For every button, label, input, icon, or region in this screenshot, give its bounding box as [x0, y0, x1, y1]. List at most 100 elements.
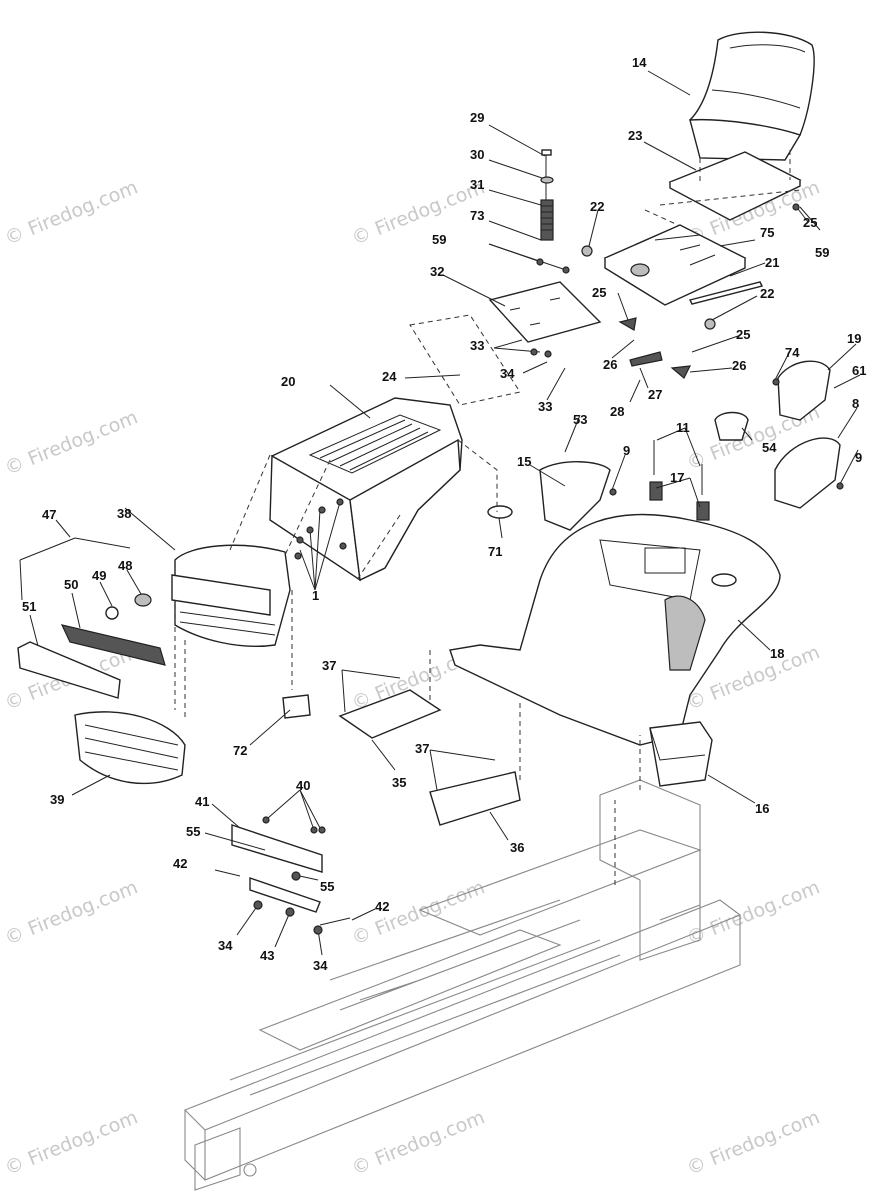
callout-31: 31: [470, 177, 484, 192]
callout-18: 18: [770, 646, 784, 661]
callout-59: 59: [815, 245, 829, 260]
callout-55: 55: [186, 824, 200, 839]
callout-36: 36: [510, 840, 524, 855]
callout-20: 20: [281, 374, 295, 389]
callout-48: 48: [118, 558, 132, 573]
callout-19: 19: [847, 331, 861, 346]
callout-42: 42: [375, 899, 389, 914]
callout-43: 43: [260, 948, 274, 963]
callout-40: 40: [296, 778, 310, 793]
callout-53: 53: [573, 412, 587, 427]
nut: [704, 318, 716, 330]
callout-34: 34: [313, 958, 328, 973]
callout-11: 11: [676, 420, 690, 435]
battery-box: [649, 721, 713, 787]
callout-49: 49: [92, 568, 106, 583]
callout-37: 37: [322, 658, 336, 673]
seat-plate-outline: [409, 314, 521, 406]
callout-25: 25: [803, 215, 817, 230]
callout-42: 42: [173, 856, 187, 871]
callout-16: 16: [755, 801, 769, 816]
callout-29: 29: [470, 110, 484, 125]
callout-25: 25: [592, 285, 606, 300]
watermark-text: © Firedog.com: [349, 876, 488, 949]
callout-41: 41: [195, 794, 209, 809]
callout-23: 23: [628, 128, 642, 143]
right-knob-cover: [777, 360, 831, 421]
callout-71: 71: [488, 544, 502, 559]
spring: [649, 481, 663, 501]
grille-housing[interactable]: [171, 544, 291, 647]
left-fender-cover: [539, 461, 611, 531]
callout-17: 17: [670, 470, 684, 485]
callout-26: 26: [603, 357, 617, 372]
seat[interactable]: [689, 31, 815, 161]
seat-pan: [668, 151, 802, 221]
callout-27: 27: [648, 387, 662, 402]
callout-30: 30: [470, 147, 484, 162]
headlight-lens: [17, 641, 121, 699]
callout-33: 33: [470, 338, 484, 353]
callout-33: 33: [538, 399, 552, 414]
callout-38: 38: [117, 506, 131, 521]
watermark-text: © Firedog.com: [349, 176, 488, 249]
callout-34: 34: [218, 938, 233, 953]
callout-32: 32: [430, 264, 444, 279]
screw: [105, 606, 119, 620]
cup-holder: [714, 411, 749, 441]
clip: [670, 365, 692, 379]
callout-55: 55: [320, 879, 334, 894]
front-bracket: [231, 824, 323, 873]
watermark-text: © Firedog.com: [349, 1106, 488, 1179]
dash-panel[interactable]: [449, 513, 781, 746]
fasteners: [253, 203, 844, 935]
right-fender-cover: [774, 437, 841, 509]
callout-73: 73: [470, 208, 484, 223]
seat-spring-assembly: [540, 149, 554, 241]
callout-35: 35: [392, 775, 406, 790]
seat-adjust-rod: [688, 281, 764, 305]
callout-9: 9: [855, 450, 862, 465]
callout-50: 50: [64, 577, 78, 592]
callout-61: 61: [852, 363, 866, 378]
watermark-text: © Firedog.com: [2, 876, 141, 949]
floor-mat-left: [338, 689, 442, 739]
callout-25: 25: [736, 327, 750, 342]
tractor-frame: [184, 779, 742, 1191]
callout-47: 47: [42, 507, 56, 522]
callout-21: 21: [765, 255, 779, 270]
front-bumper: [249, 877, 321, 913]
plug: [487, 505, 513, 519]
callout-37: 37: [415, 741, 429, 756]
callout-labels: 14 29 30 31 73 23 22 59 32 33 34 24 33 2…: [22, 55, 866, 973]
callout-8: 8: [852, 396, 859, 411]
nut: [581, 245, 593, 257]
callout-1: 1: [312, 588, 319, 603]
watermark-text: © Firedog.com: [2, 1106, 141, 1179]
callout-59: 59: [432, 232, 446, 247]
watermark-text: © Firedog.com: [2, 406, 141, 479]
callout-22: 22: [590, 199, 604, 214]
callout-26: 26: [732, 358, 746, 373]
clip: [629, 351, 663, 367]
callout-34: 34: [500, 366, 515, 381]
callout-51: 51: [22, 599, 36, 614]
watermark-text: © Firedog.com: [684, 1106, 823, 1179]
callout-54: 54: [762, 440, 777, 455]
seat-bracket: [603, 224, 747, 306]
grommet: [134, 593, 152, 607]
grille[interactable]: [74, 711, 186, 785]
callout-15: 15: [517, 454, 531, 469]
callout-22: 22: [760, 286, 774, 301]
watermark-text: © Firedog.com: [2, 176, 141, 249]
callout-14: 14: [632, 55, 647, 70]
callout-9: 9: [623, 443, 630, 458]
watermark-text: © Firedog.com: [684, 876, 823, 949]
headlight-bracket: [60, 624, 166, 666]
callout-72: 72: [233, 743, 247, 758]
hood[interactable]: [269, 397, 463, 582]
seat-plate: [488, 281, 602, 343]
headlight-connector: [282, 694, 311, 719]
